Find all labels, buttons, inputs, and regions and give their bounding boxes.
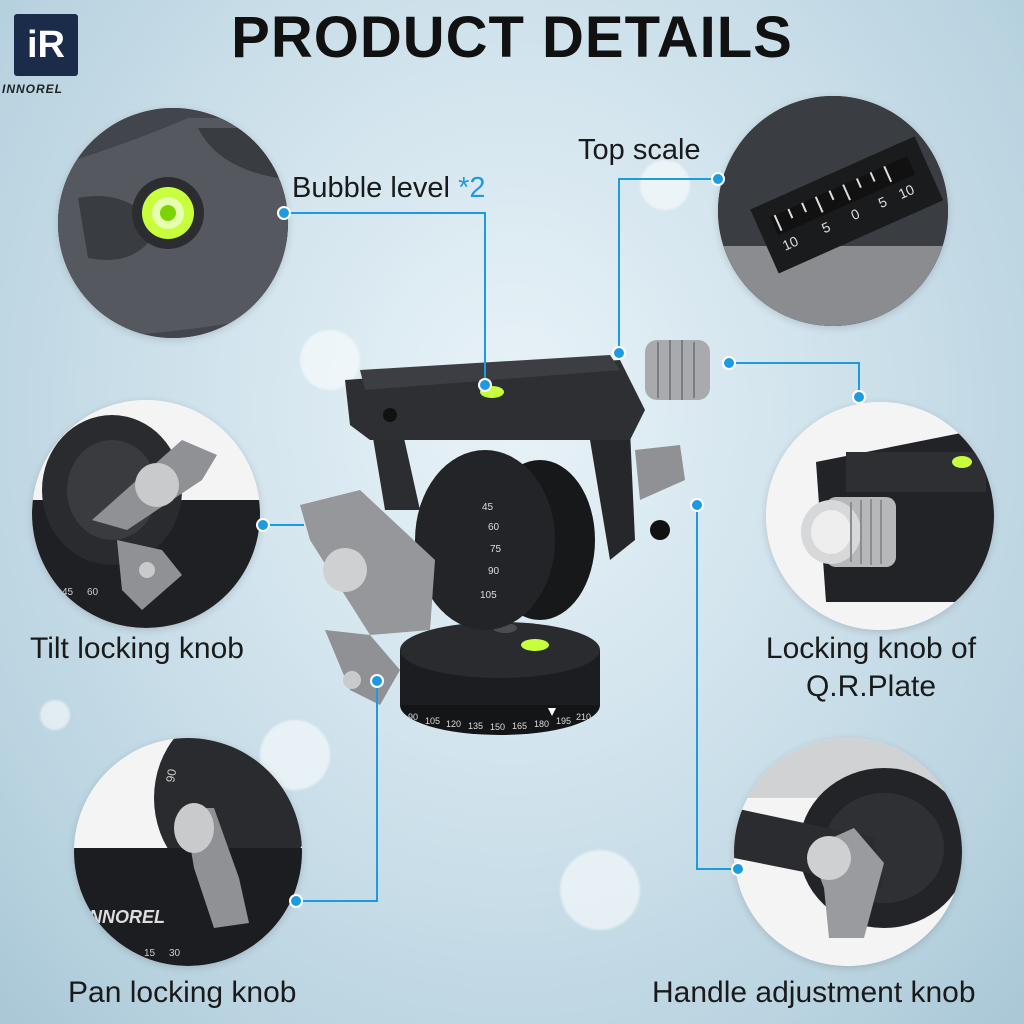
bokeh-sparkle bbox=[640, 160, 690, 210]
pan-detail-tick: 90 bbox=[163, 768, 179, 784]
top-scale-label: Top scale bbox=[578, 134, 701, 166]
pan-knob-detail-image: 90 INNOREL 15 30 bbox=[74, 738, 302, 966]
qr-knob-leader-line bbox=[858, 362, 860, 396]
tilt-knob-callout-dot bbox=[256, 518, 270, 532]
bokeh-sparkle bbox=[560, 850, 640, 930]
qr-knob-leader-line bbox=[728, 362, 860, 364]
top-scale-tick: 10 bbox=[780, 233, 801, 254]
pan-detail-tick: 15 bbox=[144, 948, 156, 959]
top-scale-leader-line bbox=[618, 178, 620, 352]
qr-knob-callout-dot bbox=[722, 356, 736, 370]
pan-knob-callout-dot bbox=[370, 674, 384, 688]
qr-knob-callout-dot bbox=[852, 390, 866, 404]
pan-knob-label: Pan locking knob bbox=[68, 976, 297, 1009]
tilt-scale-tick: 60 bbox=[488, 522, 500, 533]
tilt-knob-detail-image: 45 60 bbox=[32, 400, 260, 628]
pan-detail-tick: 30 bbox=[169, 948, 181, 959]
pan-knob-leader-line bbox=[296, 900, 378, 902]
bubble-level-leader-line bbox=[484, 212, 486, 384]
qr-knob-label-line1: Locking knob of bbox=[765, 632, 977, 665]
top-scale-callout-dot bbox=[711, 172, 725, 186]
pan-detail-brand: INNOREL bbox=[84, 907, 165, 927]
qr-knob-label-line2: Q.R.Plate bbox=[805, 670, 937, 703]
brand-logo: iR bbox=[14, 14, 78, 76]
bokeh-sparkle bbox=[40, 700, 70, 730]
handle-knob-callout-dot bbox=[690, 498, 704, 512]
pan-scale-tick: 180 bbox=[534, 719, 549, 729]
pan-scale-tick: 165 bbox=[512, 721, 527, 731]
page-title: PRODUCT DETAILS bbox=[231, 5, 793, 70]
bubble-level-callout-dot bbox=[478, 378, 492, 392]
tilt-scale-tick: 75 bbox=[490, 544, 502, 555]
bubble-level-detail-image bbox=[58, 108, 288, 338]
brand-logo-mark: iR bbox=[27, 24, 65, 66]
top-scale-callout-dot bbox=[612, 346, 626, 360]
bubble-level-leader-line bbox=[284, 212, 486, 214]
qr-knob-label: Locking knob of Q.R.Plate bbox=[756, 632, 986, 704]
tilt-scale-tick: 90 bbox=[488, 566, 500, 577]
top-scale-detail-image: 10 5 0 5 10 bbox=[718, 96, 948, 326]
handle-knob-label: Handle adjustment knob bbox=[652, 976, 976, 1009]
qr-plate-knob-detail-image bbox=[766, 402, 994, 630]
tilt-knob-leader-line bbox=[262, 524, 304, 526]
pan-knob-callout-dot bbox=[289, 894, 303, 908]
bubble-level-label-text: Bubble level bbox=[292, 172, 450, 204]
ball-head-product-image: 90 105 120 135 150 165 180 195 210 45 60… bbox=[290, 330, 730, 770]
pan-scale-tick: 135 bbox=[468, 721, 483, 731]
pan-scale-tick: 90 bbox=[408, 712, 418, 722]
brand-name: INNOREL bbox=[2, 82, 63, 96]
handle-knob-callout-dot bbox=[731, 862, 745, 876]
top-scale-leader-line bbox=[618, 178, 718, 180]
bubble-level-label: Bubble level *2 bbox=[292, 172, 485, 205]
tilt-knob-label: Tilt locking knob bbox=[30, 632, 244, 665]
handle-knob-leader-line bbox=[696, 504, 698, 870]
pan-scale-tick: 105 bbox=[425, 716, 440, 726]
pan-scale-tick: 150 bbox=[490, 722, 505, 732]
pan-knob-leader-line bbox=[376, 680, 378, 902]
bubble-level-count: *2 bbox=[458, 172, 486, 204]
tilt-detail-tick: 60 bbox=[87, 587, 99, 598]
bubble-level-callout-dot bbox=[277, 206, 291, 220]
tilt-scale-tick: 105 bbox=[480, 590, 497, 601]
handle-knob-leader-line bbox=[696, 868, 738, 870]
tilt-scale-tick: 45 bbox=[482, 502, 494, 513]
pan-scale-tick: 195 bbox=[556, 716, 571, 726]
tilt-detail-tick: 45 bbox=[62, 587, 74, 598]
pan-scale-tick: 210 bbox=[576, 712, 591, 722]
handle-knob-detail-image bbox=[734, 738, 962, 966]
pan-scale-tick: 120 bbox=[446, 719, 461, 729]
top-scale-tick: 10 bbox=[896, 181, 917, 202]
